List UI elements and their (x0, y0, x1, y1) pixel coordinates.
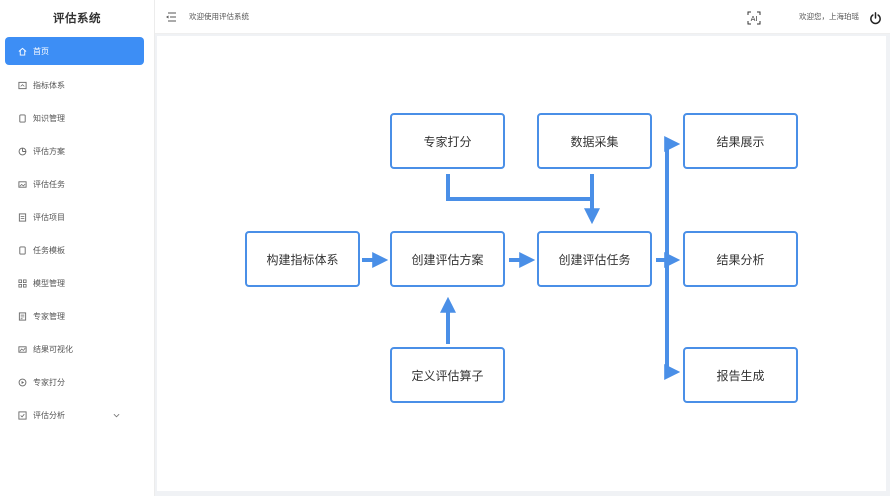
power-icon[interactable] (869, 10, 882, 25)
sidebar-item-label: 评估分析 (33, 411, 65, 420)
ai-assistant-icon[interactable]: AI (747, 10, 761, 24)
sidebar-item-label: 专家管理 (33, 312, 65, 321)
sidebar-item-label: 指标体系 (33, 81, 65, 90)
sidebar-item-visualization[interactable]: 结果可视化 (0, 333, 154, 366)
indicator-icon (18, 81, 27, 90)
menu-collapse-icon[interactable] (164, 11, 178, 23)
node-report-generation[interactable]: 报告生成 (683, 347, 798, 403)
workflow-canvas: 专家打分 数据采集 构建指标体系 创建评估方案 创建评估任务 定义评估算子 结果… (157, 36, 886, 491)
pie-chart-icon (18, 147, 27, 156)
user-greeting: 欢迎您，上海珀瑶 (799, 12, 859, 21)
chevron-down-icon[interactable] (113, 411, 120, 420)
sidebar-menu: 首页 指标体系 知识管理 评估方案 评估任务 (0, 37, 154, 432)
sidebar-item-project[interactable]: 评估项目 (0, 201, 154, 234)
workflow-arrows (362, 136, 681, 380)
sidebar-item-label: 模型管理 (33, 279, 65, 288)
image-icon (18, 180, 27, 189)
sidebar-item-label: 评估项目 (33, 213, 65, 222)
node-result-display[interactable]: 结果展示 (683, 113, 798, 169)
sidebar-item-label: 首页 (33, 46, 49, 56)
project-icon (18, 213, 27, 222)
sidebar-item-plan[interactable]: 评估方案 (0, 135, 154, 168)
sidebar-item-label: 任务模板 (33, 246, 65, 255)
sidebar-item-scoring[interactable]: 专家打分 (0, 366, 154, 399)
sidebar-item-home[interactable]: 首页 (5, 37, 144, 65)
sidebar-item-knowledge[interactable]: 知识管理 (0, 102, 154, 135)
grid-icon (18, 279, 27, 288)
node-define-operator[interactable]: 定义评估算子 (390, 347, 505, 403)
template-icon (18, 246, 27, 255)
expert-icon (18, 312, 27, 321)
home-icon (18, 47, 27, 56)
sidebar-item-template[interactable]: 任务模板 (0, 234, 154, 267)
document-icon (18, 114, 27, 123)
sidebar-item-model[interactable]: 模型管理 (0, 267, 154, 300)
checkbox-icon (18, 411, 27, 420)
sidebar-item-label: 评估方案 (33, 147, 65, 156)
sidebar-item-label: 知识管理 (33, 114, 65, 123)
sidebar: 评估系统 首页 指标体系 知识管理 评估方案 (0, 0, 155, 496)
node-expert-scoring[interactable]: 专家打分 (390, 113, 505, 169)
sidebar-item-analysis[interactable]: 评估分析 (0, 399, 154, 432)
top-header: 欢迎使用评估系统 AI 欢迎您，上海珀瑶 (155, 0, 890, 34)
svg-text:AI: AI (751, 15, 758, 23)
app-title: 评估系统 (53, 11, 101, 25)
node-result-analysis[interactable]: 结果分析 (683, 231, 798, 287)
sidebar-item-task[interactable]: 评估任务 (0, 168, 154, 201)
sidebar-item-label: 评估任务 (33, 180, 65, 189)
node-data-collection[interactable]: 数据采集 (537, 113, 652, 169)
sidebar-item-expert[interactable]: 专家管理 (0, 300, 154, 333)
arrow-scoring-merge (446, 174, 592, 201)
node-create-plan[interactable]: 创建评估方案 (390, 231, 505, 287)
header-right: AI 欢迎您，上海珀瑶 (747, 10, 890, 25)
play-circle-icon (18, 378, 27, 387)
sidebar-item-label: 专家打分 (33, 378, 65, 387)
sidebar-item-indicator-system[interactable]: 指标体系 (0, 69, 154, 102)
chart-icon (18, 345, 27, 354)
welcome-text: 欢迎使用评估系统 (189, 12, 249, 21)
node-build-index[interactable]: 构建指标体系 (245, 231, 360, 287)
node-create-task[interactable]: 创建评估任务 (537, 231, 652, 287)
sidebar-item-label: 结果可视化 (33, 345, 73, 354)
